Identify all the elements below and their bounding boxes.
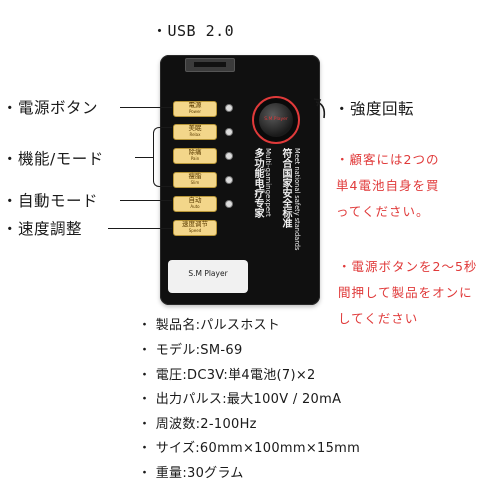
relax-led-icon (226, 129, 232, 135)
usb-label: ・USB 2.0 (152, 22, 235, 40)
function-mode-label: ・機能/モード (2, 150, 104, 168)
function-bracket (153, 127, 172, 187)
spec-size: ・ サイズ:60mm×100mm×15mm (138, 441, 361, 456)
spec-frequency: ・ 周波数:2-100Hz (138, 417, 257, 432)
brand-panel: S.M Player (168, 260, 248, 293)
intensity-rotation-label: ・強度回転 (334, 100, 415, 118)
power-button[interactable]: 電源 Power (173, 101, 217, 117)
device-vertical-text-1: 多功能电疗专家 (252, 148, 263, 218)
spec-voltage: ・ 電圧:DC3V:単4電池(7)×2 (138, 368, 316, 383)
relax-button[interactable]: 美眠 Relax (173, 124, 217, 140)
spec-product-name: ・ 製品名:パルスホスト (138, 318, 281, 333)
spec-weight: ・ 重量:30グラム (138, 466, 244, 481)
battery-note: ・顧客には2つの 単4電池自身を買 ってください。 (336, 152, 440, 219)
pain-button[interactable]: 除痛 Pain (173, 148, 217, 164)
auto-mode-label: ・自動モード (2, 192, 99, 210)
power-on-note: ・電源ボタンを2〜5秒 間押して製品をオンに してください (338, 259, 478, 326)
slim-button[interactable]: 瘦脂 Slim (173, 172, 217, 188)
power-button-label: ・電源ボタン (2, 99, 99, 117)
speed-adjust-label: ・速度調整 (2, 220, 83, 238)
auto-led-icon (226, 201, 232, 207)
auto-leader-line (120, 200, 172, 202)
rotate-arrow-icon (313, 98, 326, 119)
power-leader-line (120, 107, 172, 109)
spec-output-pulse: ・ 出力パルス:最大100V / 20mA (138, 392, 342, 407)
auto-button[interactable]: 自动 Auto (173, 196, 217, 212)
device-vertical-text-4: Meet national safety standards (293, 148, 301, 251)
speed-leader-line (108, 228, 172, 230)
power-led-icon (226, 105, 232, 111)
speed-button[interactable]: 速度调节 Speed (173, 220, 217, 236)
intensity-knob[interactable]: S.M.Player (259, 103, 293, 137)
device-vertical-text-3: 符合国家安全标准 (280, 148, 291, 228)
device-vertical-text-2: Multi-gamingexpert (264, 148, 272, 217)
slim-led-icon (226, 177, 232, 183)
spec-model: ・ モデル:SM-69 (138, 343, 243, 358)
usb-port-icon (185, 58, 235, 72)
function-leader-line (135, 157, 153, 159)
pain-led-icon (226, 153, 232, 159)
